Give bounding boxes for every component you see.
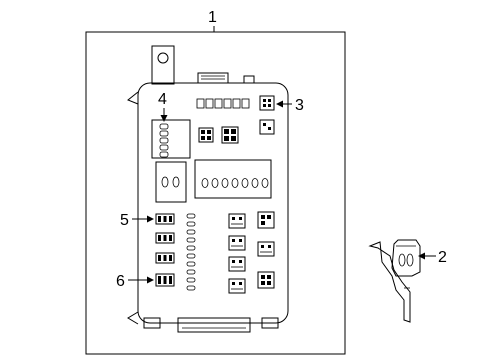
leader-line-6	[128, 276, 154, 284]
fuse-box	[127, 45, 289, 333]
callout-4-label: 4	[158, 91, 167, 108]
leader-line-4	[160, 108, 168, 122]
leader-line-5	[132, 215, 154, 223]
leader-line-2	[418, 252, 436, 260]
center-relay-left	[198, 127, 214, 143]
top-mounting-tab	[151, 45, 175, 85]
bottom-feet	[143, 317, 279, 333]
callout-5-label: 5	[120, 212, 129, 229]
top-terminal-row	[196, 98, 250, 109]
leader-line-3	[276, 100, 292, 108]
relay-small-right	[259, 119, 275, 135]
fuse-box-body	[137, 82, 289, 324]
right-relay-column-a	[228, 213, 246, 294]
fuse-5	[155, 213, 175, 225]
left-fuse-column	[155, 232, 175, 264]
mounting-bracket	[368, 239, 421, 323]
assembly-frame	[85, 31, 346, 355]
top-connector	[197, 72, 255, 84]
right-relay-column-b	[257, 211, 275, 289]
center-relay-right	[221, 126, 239, 144]
callout-2-label: 2	[438, 249, 447, 266]
callout-6-label: 6	[116, 273, 125, 290]
maxi-fuse-pair	[155, 161, 187, 203]
callout-1-label: 1	[208, 9, 217, 26]
callout-3-label: 3	[295, 97, 304, 114]
mini-fuse-slot-column	[186, 213, 196, 291]
fuse-6	[155, 273, 175, 287]
left-side-clip	[127, 91, 139, 105]
fuse-block-4	[151, 119, 191, 159]
relay-3	[259, 95, 275, 111]
large-fuse-bank	[194, 159, 272, 199]
left-lower-clip	[127, 311, 139, 325]
